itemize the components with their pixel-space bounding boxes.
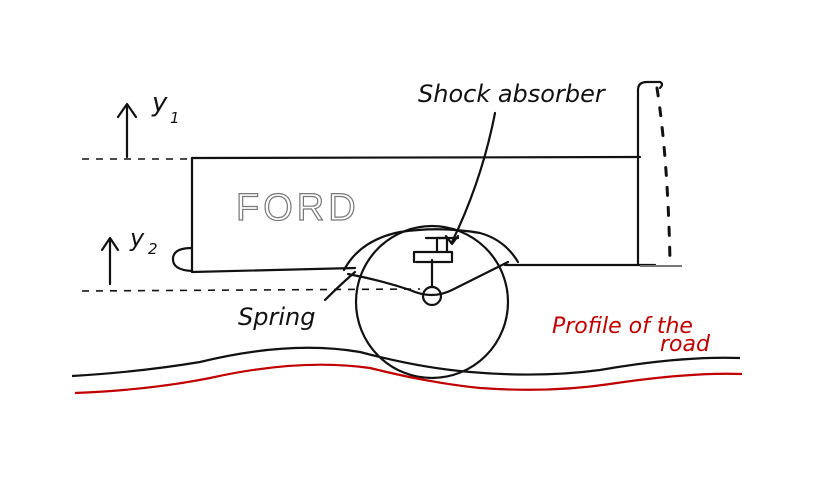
tailgate-dashed (655, 86, 672, 264)
wheel (354, 224, 510, 380)
y2-label: y (129, 224, 145, 252)
spring-leader (323, 270, 357, 302)
y2-reference-line (81, 288, 421, 292)
shock-absorber (412, 236, 460, 289)
rear-bumper (171, 246, 194, 273)
road-profile-line (74, 363, 743, 395)
shock-absorber-label: Shock absorber (418, 80, 607, 108)
road-profile-label-line1: Profile of the (552, 314, 693, 339)
y1-subscript: 1 (170, 109, 180, 127)
car-body (190, 80, 664, 274)
road-profile-label-line2: road (660, 332, 711, 357)
shock-absorber-leader (450, 111, 497, 244)
y2-subscript: 2 (148, 240, 158, 258)
leaf-spring (346, 260, 510, 297)
y2-arrow (100, 236, 120, 286)
y1-label: y (151, 88, 168, 118)
spring-label: Spring (238, 303, 315, 331)
road-surface (71, 346, 741, 378)
shock-absorber-leader-arrowhead (444, 234, 460, 246)
brand-text: FORD (236, 187, 360, 229)
y1-arrow (116, 102, 138, 159)
wheel-arch (342, 228, 520, 272)
